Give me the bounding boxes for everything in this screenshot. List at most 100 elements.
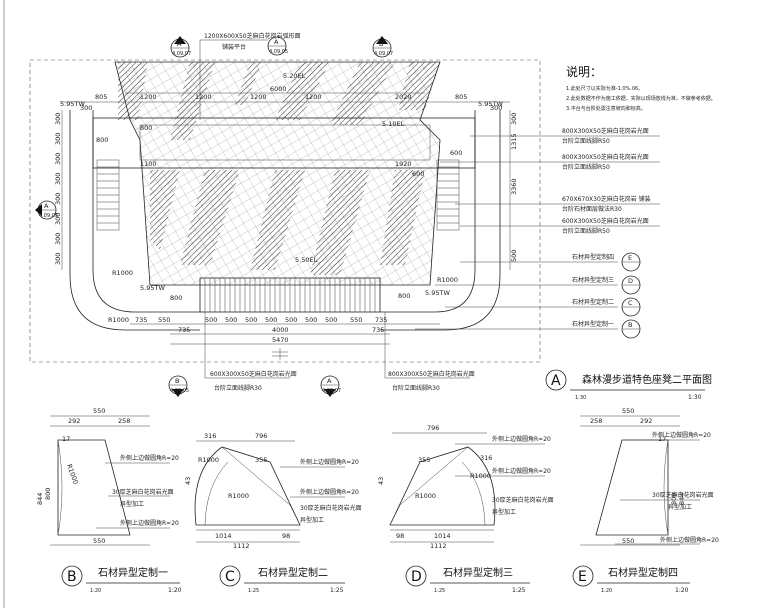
plan-boundary bbox=[29, 59, 541, 363]
detail-b-tag bbox=[61, 565, 83, 587]
svg-text:4.09.05: 4.09.05 bbox=[170, 388, 189, 394]
dim-bot1-2: 500 bbox=[205, 316, 217, 324]
svg-text:30厚芝麻白花岗岩光面: 30厚芝麻白花岗岩光面 bbox=[652, 491, 714, 499]
svg-text:外侧上边做圆角R=20: 外侧上边做圆角R=20 bbox=[660, 536, 719, 544]
elev-1: 5.95TW bbox=[478, 100, 503, 108]
svg-text:B: B bbox=[628, 321, 632, 329]
dim-bot1-6: 500 bbox=[285, 316, 297, 324]
legend-item-c[interactable]: 石材异型定制二 C bbox=[445, 297, 641, 317]
svg-text:异型加工: 异型加工 bbox=[668, 503, 692, 511]
detail-e-title: 石材异型定制四 bbox=[608, 566, 678, 579]
dim-left-6: 300 bbox=[54, 233, 62, 245]
svg-text:1:20: 1:20 bbox=[168, 587, 182, 594]
elev-0: 5.95TW bbox=[60, 100, 85, 108]
stair-dim-1: 800 bbox=[140, 124, 152, 132]
section-mark-b-top[interactable]: B 4.09.07 bbox=[372, 36, 393, 58]
dim-right-0: 300 bbox=[510, 113, 518, 125]
svg-text:R1000: R1000 bbox=[228, 492, 249, 500]
svg-text:355: 355 bbox=[418, 456, 430, 464]
top-callout-text: 1200X600X50芝麻白花岗岩弧形面 bbox=[204, 32, 301, 40]
svg-text:E: E bbox=[578, 569, 587, 585]
svg-text:外侧上边做圆角R=20: 外侧上边做圆角R=20 bbox=[120, 519, 179, 527]
svg-text:796: 796 bbox=[427, 424, 439, 432]
svg-text:石材异型定制四: 石材异型定制四 bbox=[572, 253, 614, 261]
svg-text:D: D bbox=[411, 569, 422, 585]
dim-inner-1: 1100 bbox=[140, 160, 157, 168]
note-1: 1.此处尺寸以实际为准-1.0%.06。 bbox=[566, 85, 643, 92]
left-stairs bbox=[96, 159, 120, 231]
bottom-callout-left: 600X300X50芝麻白花岗岩光面 台阶立面线脚R30 bbox=[204, 312, 297, 392]
section-mark-a-left[interactable]: A 4.09.05 bbox=[35, 200, 58, 220]
dim-left-3: 300 bbox=[54, 173, 62, 185]
svg-text:258: 258 bbox=[590, 417, 602, 425]
main-title-text: 森林漫步道特色座凳二平面图 bbox=[582, 373, 712, 386]
dim-inner-3: 600 bbox=[450, 149, 462, 157]
detail-d-title: 石材异型定制三 bbox=[443, 566, 513, 579]
right-callouts: 800X300X50芝麻白花岗岩光面 台阶立面线脚R50 800X300X50芝… bbox=[440, 127, 660, 235]
svg-text:1112: 1112 bbox=[430, 542, 447, 550]
left-curved-wall bbox=[69, 110, 200, 331]
detail-e-tag bbox=[572, 565, 594, 587]
dim-total: 5470 bbox=[272, 336, 289, 344]
svg-text:550: 550 bbox=[93, 537, 105, 545]
svg-text:796: 796 bbox=[255, 432, 267, 440]
dim-top-4: 1200 bbox=[305, 93, 322, 101]
dim-top-6: 805 bbox=[455, 93, 467, 101]
svg-text:4.09.07: 4.09.07 bbox=[322, 388, 341, 394]
section-mark-a-callout[interactable]: A 4.09.05 bbox=[267, 36, 288, 56]
legend-item-b[interactable]: 石材异型定制一 B bbox=[415, 319, 641, 339]
svg-text:1:25: 1:25 bbox=[512, 587, 526, 594]
dim-left-4: 300 bbox=[54, 193, 62, 205]
section-mark-b-bottom[interactable]: B 4.09.05 bbox=[168, 375, 189, 397]
svg-text:43: 43 bbox=[184, 477, 192, 485]
svg-text:石材异型定制三: 石材异型定制三 bbox=[572, 276, 614, 284]
svg-text:844: 844 bbox=[678, 493, 686, 505]
svg-text:台阶立面线脚R30: 台阶立面线脚R30 bbox=[392, 384, 440, 392]
svg-text:1:25: 1:25 bbox=[434, 588, 445, 594]
svg-text:C: C bbox=[225, 569, 235, 585]
svg-text:98: 98 bbox=[282, 532, 290, 540]
svg-text:4.09.07: 4.09.07 bbox=[374, 51, 393, 57]
svg-text:800X300X50芝麻白花岗岩光面: 800X300X50芝麻白花岗岩光面 bbox=[562, 153, 649, 161]
detail-c: 316 796 355 R1000 R1000 43 1014 98 1112 … bbox=[184, 432, 362, 594]
svg-text:台阶立面线脚R30: 台阶立面线脚R30 bbox=[214, 384, 262, 392]
left-inner-wall bbox=[92, 110, 200, 313]
dim-left-0: 300 bbox=[54, 113, 62, 125]
svg-text:316: 316 bbox=[204, 432, 216, 440]
right-stairs bbox=[436, 159, 460, 231]
legend-item-e[interactable]: 石材异型定制四 E bbox=[460, 252, 641, 272]
radius-1: R1000 bbox=[108, 316, 129, 324]
dim-inner-0: 800 bbox=[96, 136, 108, 144]
svg-text:316: 316 bbox=[480, 454, 492, 462]
section-mark-a-bottom[interactable]: A 4.09.07 bbox=[320, 375, 341, 397]
dim-top-3: 1200 bbox=[250, 93, 267, 101]
svg-text:4.09.07: 4.09.07 bbox=[172, 51, 191, 57]
svg-text:台阶立面线脚R50: 台阶立面线脚R50 bbox=[562, 227, 610, 235]
svg-text:外侧上边做圆角R=20: 外侧上边做圆角R=20 bbox=[300, 488, 359, 496]
dim-inner-5: 800 bbox=[398, 292, 410, 300]
svg-text:600X300X50芝麻白花岗岩光面: 600X300X50芝麻白花岗岩光面 bbox=[210, 370, 297, 378]
svg-text:A: A bbox=[44, 202, 49, 210]
detail-c-tag bbox=[219, 565, 241, 587]
dim-inner-2: 1920 bbox=[395, 160, 412, 168]
dim-right-1: 1315 bbox=[510, 133, 518, 150]
dim-left-1: 300 bbox=[54, 133, 62, 145]
svg-text:800: 800 bbox=[670, 493, 678, 505]
svg-text:E: E bbox=[628, 254, 632, 262]
section-mark-a-top[interactable]: A 4.09.07 bbox=[170, 36, 191, 58]
dim-left-7: 300 bbox=[54, 253, 62, 265]
svg-text:550: 550 bbox=[93, 407, 105, 415]
notes-title: 说明： bbox=[566, 64, 602, 79]
elev-5: 5.50EL bbox=[295, 256, 318, 264]
main-title-block: A 森林漫步道特色座凳二平面图 1:30 1:30 bbox=[545, 369, 712, 401]
dim-left-5: 300 bbox=[54, 213, 62, 225]
top-callout-sub: 铺装平台 bbox=[222, 43, 246, 51]
legend-item-d[interactable]: 石材异型定制三 D bbox=[435, 275, 641, 295]
svg-text:外侧上边做圆角R=20: 外侧上边做圆角R=20 bbox=[492, 467, 551, 475]
svg-text:外侧上边做圆角R=20: 外侧上边做圆角R=20 bbox=[120, 454, 179, 462]
dim-top-1: 1200 bbox=[140, 93, 157, 101]
detail-c-shape bbox=[194, 446, 301, 526]
detail-d: 796 355 316 R1000 R1000 43 98 1014 1112 … bbox=[377, 424, 554, 594]
dim-bot1-3: 500 bbox=[225, 316, 237, 324]
